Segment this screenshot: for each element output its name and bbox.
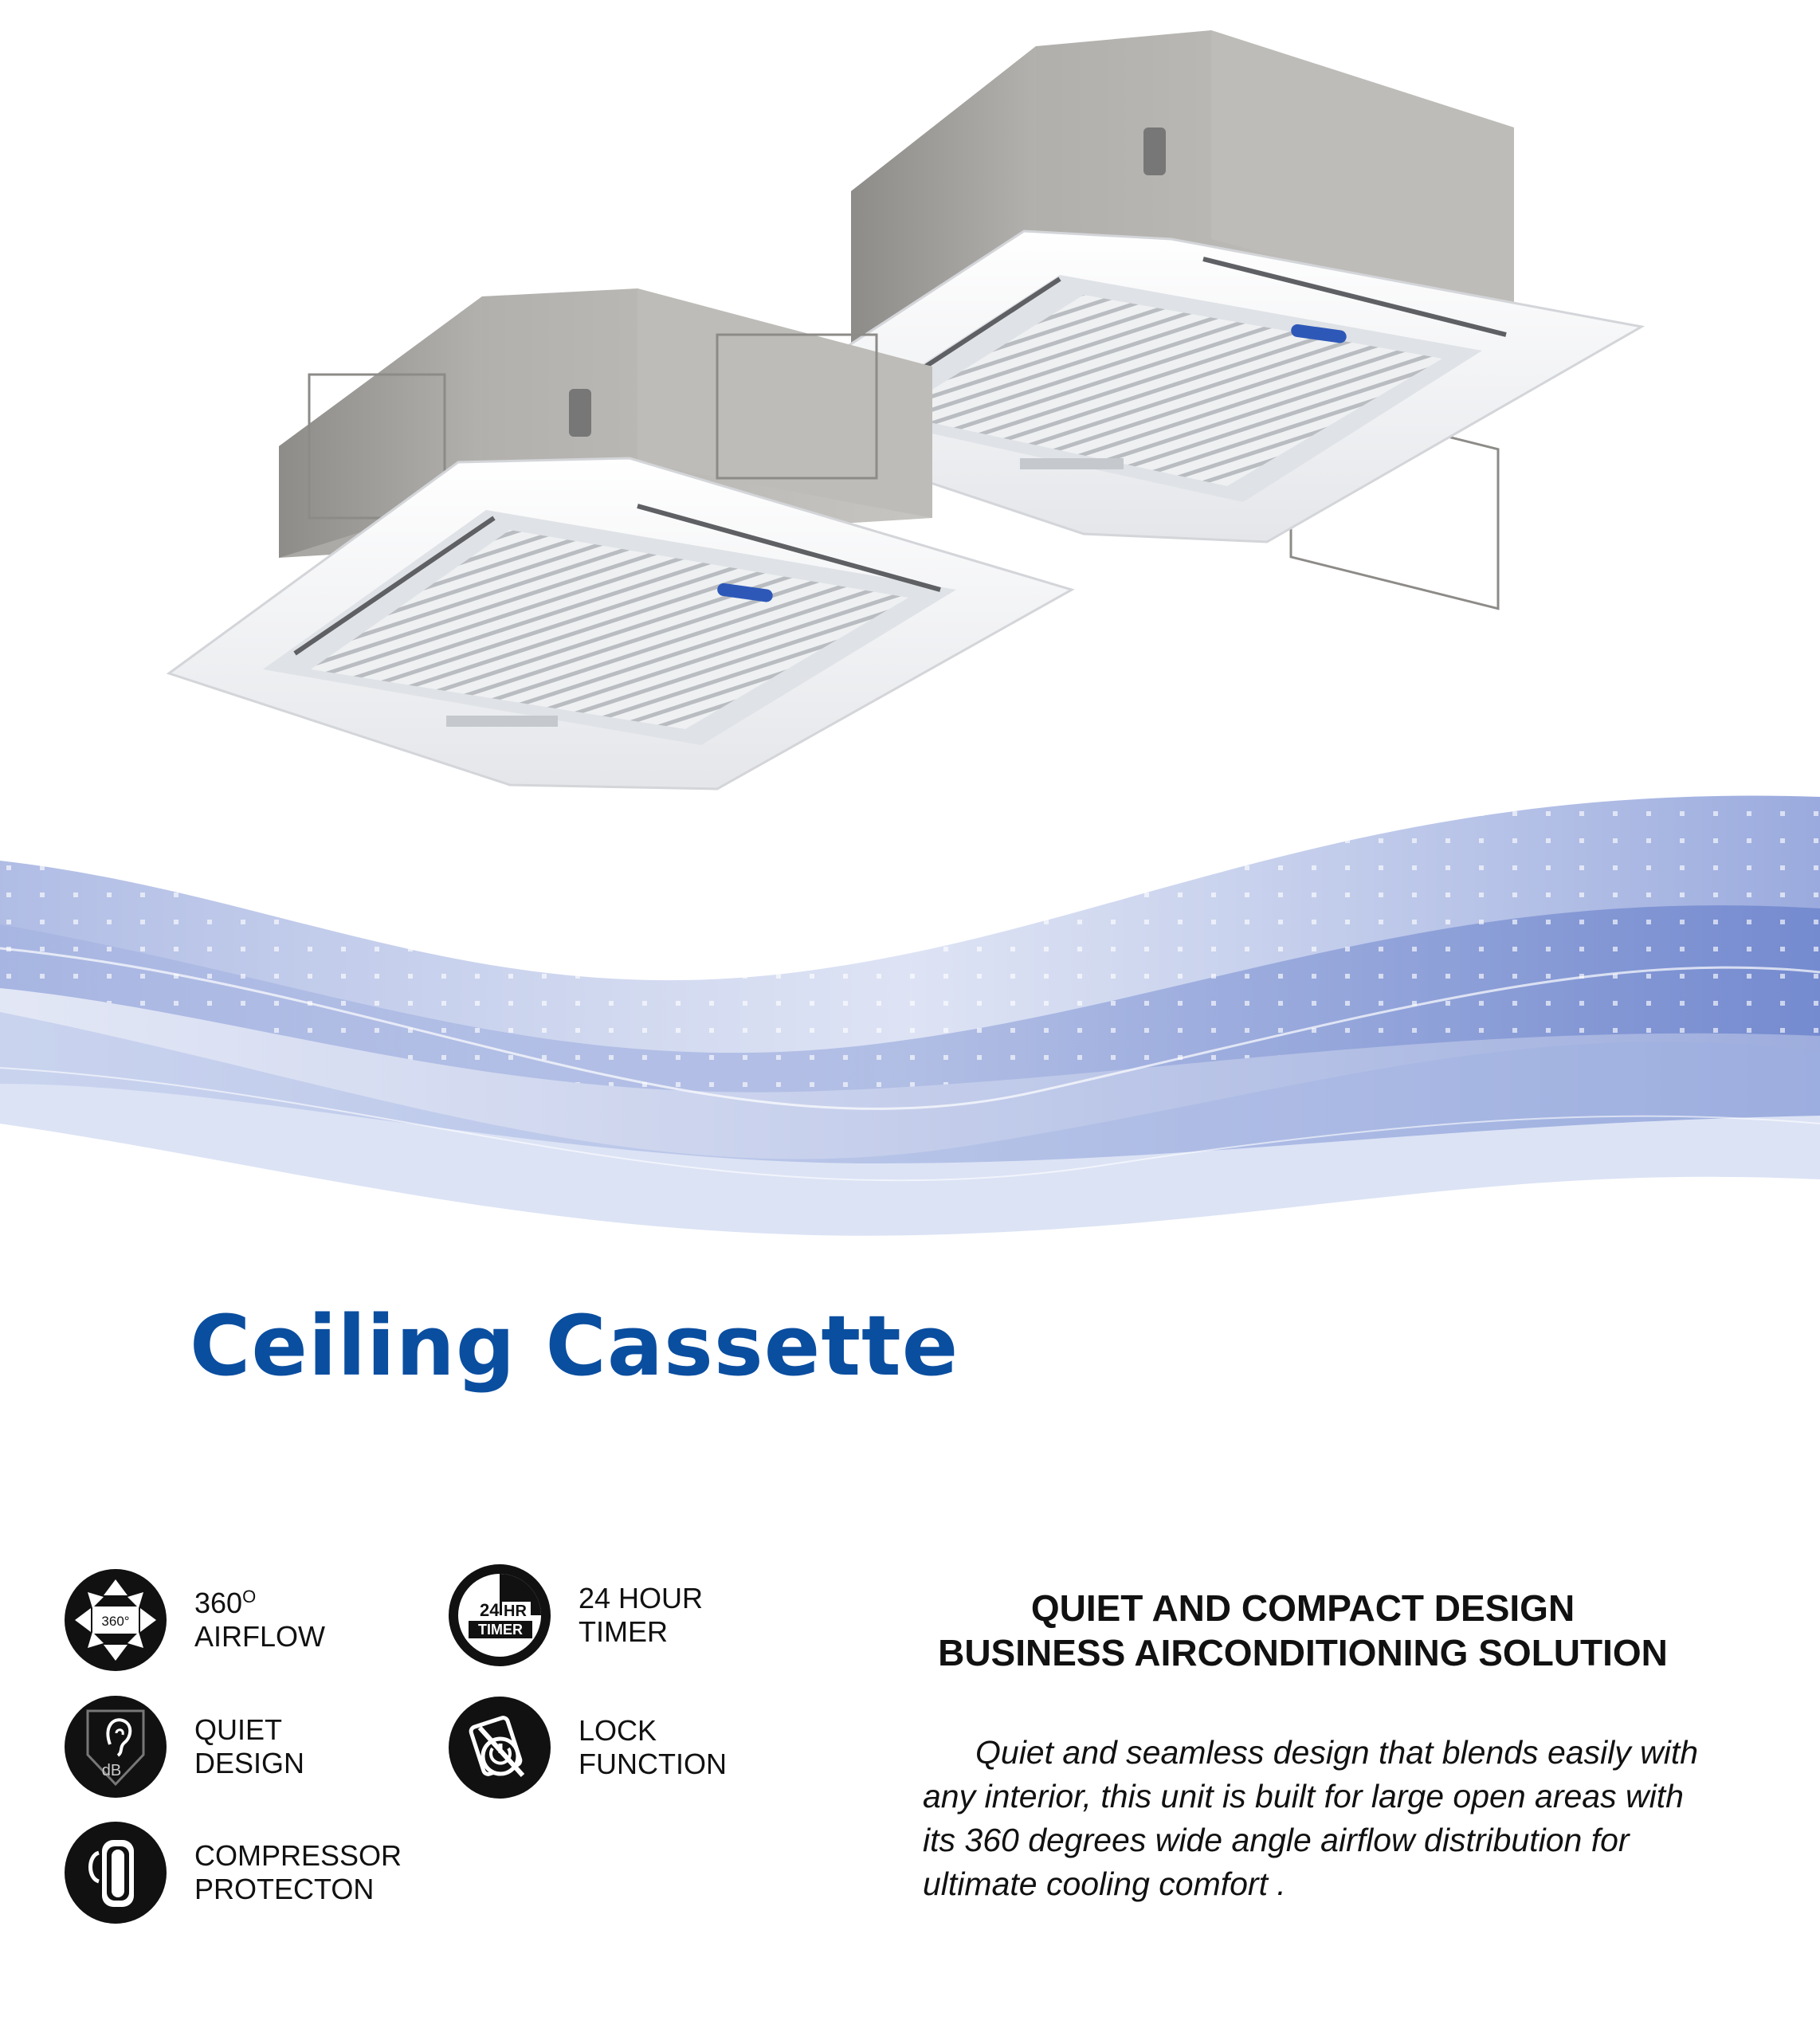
feature-airflow-line1: 360 [194, 1587, 243, 1619]
page-title: Ceiling Cassette [190, 1297, 959, 1395]
feature-quiet-line1: QUIET [194, 1713, 283, 1746]
cassette-unit-back [734, 30, 1645, 610]
feature-quiet-line2: DESIGN [194, 1747, 305, 1779]
svg-text:dB: dB [102, 1762, 121, 1779]
product-illustration [166, 30, 1645, 790]
headline-line2: BUSINESS AIRCONDITIONING SOLUTION [938, 1632, 1668, 1673]
feature-timer: 24 HR TIMER 24 HOUR TIMER [448, 1563, 703, 1667]
compressor-icon [65, 1822, 167, 1924]
feature-airflow-line2: AIRFLOW [194, 1620, 326, 1653]
feature-timer-line1: 24 HOUR [579, 1582, 704, 1614]
feature-compressor: COMPRESSOR PROTECTON [64, 1821, 402, 1924]
headline-line1: QUIET AND COMPACT DESIGN [1030, 1587, 1575, 1629]
quiet-ear-icon: dB [65, 1696, 167, 1798]
feature-lock-line1: LOCK [579, 1714, 657, 1747]
airflow-360-icon: 360° [65, 1569, 167, 1671]
cassette-unit-front [166, 288, 1075, 790]
feature-quiet: dB QUIET DESIGN [64, 1695, 304, 1799]
feature-airflow-sup: O [242, 1587, 257, 1606]
feature-timer-line2: TIMER [579, 1615, 668, 1648]
lock-function-icon [449, 1697, 551, 1799]
timer-24hr-icon: 24 HR TIMER [449, 1564, 551, 1666]
feature-lock: LOCK FUNCTION [448, 1696, 727, 1799]
product-description: Quiet and seamless design that blends ea… [923, 1734, 1699, 1902]
feature-compressor-line2: PROTECTON [194, 1873, 375, 1905]
svg-text:24: 24 [480, 1600, 500, 1620]
feature-lock-line2: FUNCTION [579, 1748, 727, 1780]
feature-compressor-line1: COMPRESSOR [194, 1839, 402, 1872]
svg-text:360°: 360° [101, 1614, 129, 1629]
feature-airflow: 360° 360O AIRFLOW [64, 1568, 325, 1672]
svg-text:TIMER: TIMER [478, 1622, 523, 1638]
section-headline: QUIET AND COMPACT DESIGN BUSINESS AIRCON… [845, 1586, 1761, 1675]
svg-text:HR: HR [504, 1603, 527, 1620]
decorative-wave-background [0, 795, 1820, 1236]
